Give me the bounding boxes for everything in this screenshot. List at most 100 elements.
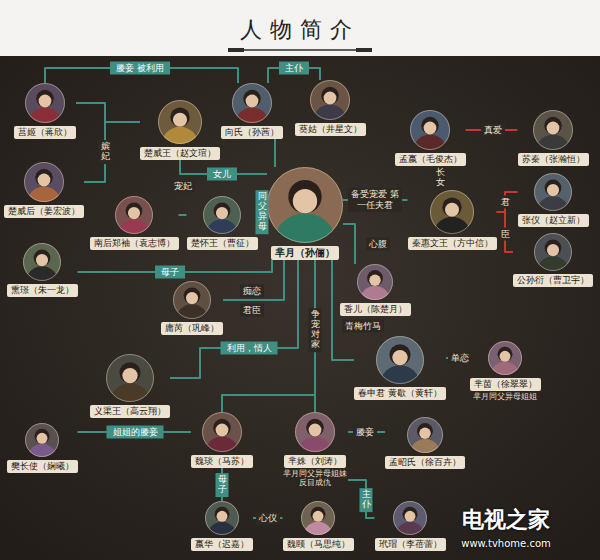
- portrait-face: [246, 95, 259, 108]
- character-name: 魏颐（马思纯）: [283, 538, 354, 551]
- portrait-body: [162, 127, 198, 144]
- watermark-url: www.tvhome.com: [461, 538, 551, 550]
- portrait-ring: [408, 418, 443, 453]
- portrait: [393, 501, 427, 535]
- portrait-hair: [306, 419, 324, 437]
- character-node: 芈姝（刘涛）芈月同父异母姐妹 反目成仇: [282, 412, 348, 487]
- portrait-figure: [115, 196, 153, 234]
- portrait-figure: [158, 100, 202, 144]
- relation-line: [84, 122, 140, 182]
- portrait-hair: [34, 249, 51, 266]
- portrait-body: [434, 217, 470, 234]
- relation-label: 真爱: [481, 124, 505, 137]
- character-node: 香儿（陈楚月）: [340, 264, 411, 316]
- character-name: 芈姝（刘涛）: [284, 455, 346, 468]
- character-node: 楚威后（姜宏波）: [4, 162, 84, 218]
- portrait-figure: [205, 501, 239, 535]
- portrait-hair: [321, 87, 339, 105]
- character-name: 张仪（赵立新）: [518, 214, 589, 227]
- character-name: 香儿（陈楚月）: [340, 303, 411, 316]
- portrait-face: [369, 274, 381, 286]
- page-title: 人物简介: [240, 17, 360, 43]
- title-ornament: [356, 48, 372, 52]
- portrait-face: [173, 113, 187, 127]
- portrait-figure: [301, 501, 335, 535]
- relation-label: 同父异母: [256, 190, 269, 234]
- portrait-ring: [411, 111, 450, 150]
- portrait-body: [360, 286, 390, 300]
- portrait-hair: [367, 270, 383, 286]
- portrait-figure: [24, 162, 64, 202]
- portrait-face: [313, 511, 324, 522]
- character-node: 南后郑袖（袁志博）: [90, 196, 179, 250]
- character-node: 魏颐（马思纯）: [283, 501, 354, 551]
- character-name: 公孙衍（曹卫宇）: [513, 274, 593, 287]
- portrait-body: [491, 362, 519, 375]
- portrait-face: [293, 189, 317, 213]
- portrait-hair: [215, 507, 230, 522]
- relation-label: 君: [498, 196, 513, 209]
- portrait: [25, 83, 65, 123]
- portrait-hair: [170, 107, 189, 126]
- relation-label: 媵妾: [353, 426, 377, 439]
- portrait-hair: [126, 202, 143, 219]
- character-name: 苏秦（张瀚恒）: [518, 153, 589, 166]
- portrait-hair: [36, 90, 54, 108]
- portrait-face: [547, 244, 559, 256]
- portrait: [534, 233, 572, 271]
- portrait: [24, 162, 64, 202]
- portrait-face: [547, 122, 560, 135]
- relation-label: 青梅竹马: [342, 320, 384, 333]
- portrait-ring: [107, 355, 154, 402]
- character-name: 楚威王（赵文瑄）: [140, 147, 220, 160]
- character-name: 莒姬（蒋欣）: [14, 126, 76, 139]
- character-node: 芈茵（徐翠翠）芈月同父异母姐姐: [470, 341, 541, 401]
- character-name: 秦惠文王（方中信）: [408, 237, 497, 250]
- portrait-face: [405, 511, 416, 522]
- portrait-ring: [206, 502, 239, 535]
- portrait-body: [380, 365, 419, 384]
- portrait-ring: [534, 111, 573, 150]
- portrait-figure: [267, 167, 343, 243]
- portrait-hair: [417, 423, 433, 439]
- portrait-ring: [233, 84, 272, 123]
- portrait-face: [216, 424, 229, 437]
- portrait-body: [236, 107, 269, 123]
- portrait: [410, 110, 450, 150]
- portrait-body: [28, 444, 56, 457]
- relation-line: [348, 480, 375, 518]
- portrait-face: [392, 350, 407, 365]
- portrait-hair: [119, 362, 140, 383]
- portrait-face: [424, 122, 437, 135]
- portrait-ring: [204, 197, 241, 234]
- portrait-figure: [488, 341, 522, 375]
- portrait-ring: [431, 191, 474, 234]
- relation-label: 争宠对家: [309, 308, 322, 352]
- portrait: [205, 501, 239, 535]
- portrait-figure: [357, 264, 393, 300]
- portrait-body: [208, 522, 236, 535]
- character-name: 春申君 黄歇（黄轩）: [354, 387, 446, 400]
- portrait-body: [110, 383, 149, 402]
- portrait-hair: [544, 117, 562, 135]
- character-name: 楚怀王（曹征）: [187, 237, 258, 250]
- character-name: 庸芮（巩峰）: [161, 322, 223, 335]
- character-name: 芈茵（徐翠翠）: [470, 378, 541, 391]
- portrait-hair: [311, 507, 326, 522]
- portrait-body: [176, 304, 207, 319]
- relation-label: 媵妾 被利用: [110, 62, 170, 75]
- portrait-body: [304, 522, 332, 535]
- portrait-body: [299, 436, 332, 452]
- portrait-ring: [296, 413, 335, 452]
- portrait-body: [274, 213, 336, 243]
- portrait-figure: [407, 417, 443, 453]
- portrait-face: [39, 95, 52, 108]
- relation-label: 宠妃: [171, 180, 195, 193]
- portrait-hair: [403, 507, 418, 522]
- portrait-ring: [203, 413, 242, 452]
- portrait-figure: [376, 336, 424, 384]
- portrait: [106, 354, 154, 402]
- portrait-figure: [23, 243, 61, 281]
- portrait-figure: [106, 354, 154, 402]
- relation-line: [170, 260, 298, 378]
